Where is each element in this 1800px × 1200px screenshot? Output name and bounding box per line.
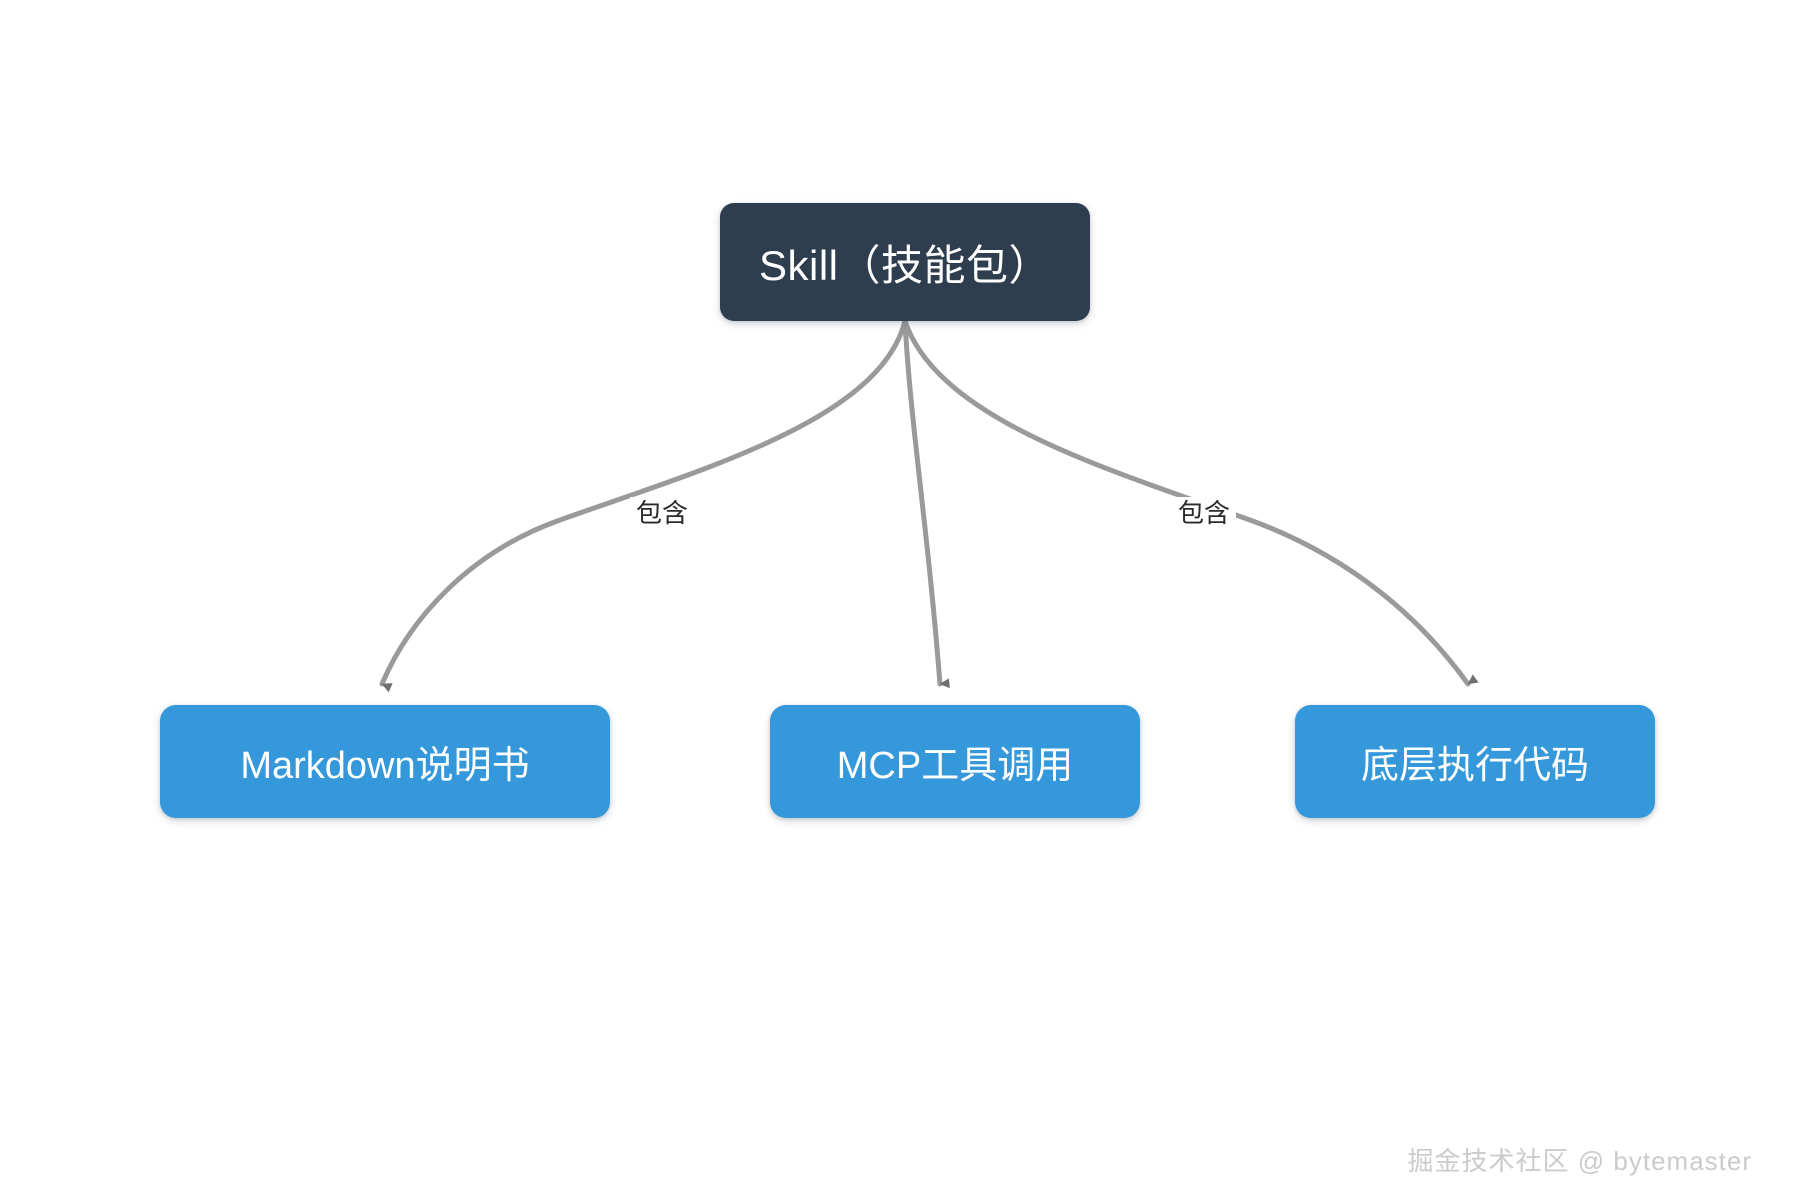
- node-mcp-tool-call-label: MCP工具调用: [836, 745, 1074, 787]
- node-skill[interactable]: Skill（技能包）: [720, 203, 1090, 321]
- edge-skill-to-mcp: [902, 318, 950, 689]
- node-skill-label: Skill（技能包）: [758, 241, 1051, 289]
- edge-label-skill-to-code: 包含: [1172, 497, 1237, 530]
- watermark: 掘金技术社区 @ bytemaster: [1407, 1146, 1752, 1176]
- node-mcp-tool-call[interactable]: MCP工具调用: [770, 705, 1140, 818]
- node-markdown-doc-label: Markdown说明书: [240, 745, 530, 787]
- node-low-level-code[interactable]: 底层执行代码: [1295, 705, 1655, 818]
- edge-label-skill-to-markdown: 包含: [630, 497, 695, 530]
- node-markdown-doc[interactable]: Markdown说明书: [160, 705, 610, 818]
- node-low-level-code-label: 底层执行代码: [1360, 745, 1589, 787]
